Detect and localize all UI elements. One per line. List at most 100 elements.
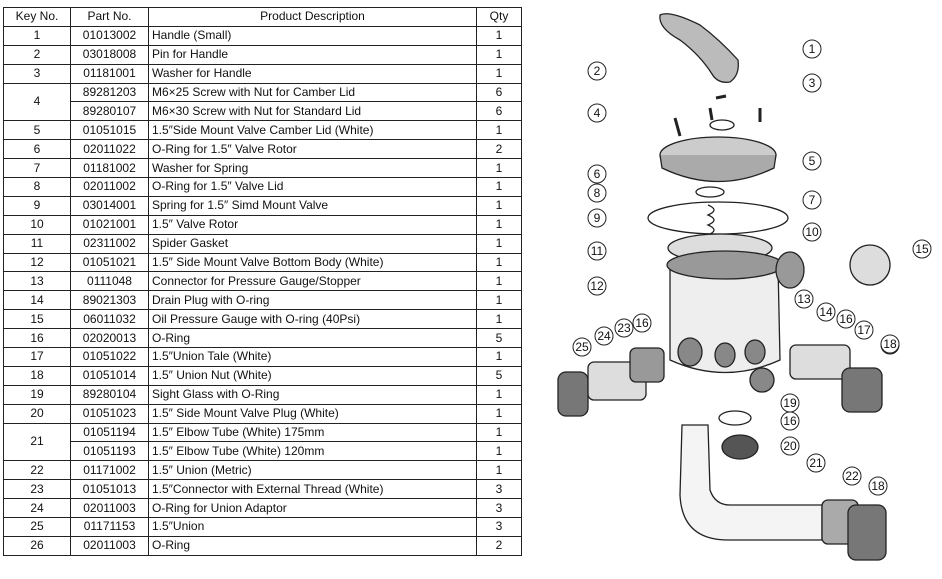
qty-cell: 3 <box>476 479 522 500</box>
key-no-cell: 24 <box>3 498 71 519</box>
description-cell: M6×30 Screw with Nut for Standard Lid <box>148 101 477 122</box>
callout: 2 <box>587 61 607 81</box>
key-no-cell: 2 <box>3 44 71 65</box>
description-cell: Spring for 1.5″ Simd Mount Valve <box>148 195 477 216</box>
qty-cell: 2 <box>476 139 522 160</box>
qty-cell: 1 <box>476 309 522 330</box>
callout: 25 <box>572 337 592 357</box>
callout-circle <box>868 476 888 496</box>
key-no-cell: 9 <box>3 195 71 216</box>
description-cell: Spider Gasket <box>148 233 477 254</box>
callout-circle <box>587 164 607 184</box>
callout-circle <box>572 337 592 357</box>
qty-cell: 2 <box>476 535 522 556</box>
part-no-cell: 01051015 <box>70 120 149 141</box>
callout-circle <box>802 73 822 93</box>
description-cell: Handle (Small) <box>148 25 477 46</box>
callout: 20 <box>780 436 800 456</box>
header-description: Product Description <box>148 7 477 27</box>
qty-cell: 1 <box>476 177 522 197</box>
qty-cell: 1 <box>476 290 522 311</box>
callout-circle <box>587 241 607 261</box>
callout-circle <box>880 334 900 354</box>
key-no-cell: 11 <box>3 233 71 254</box>
callout: 13 <box>794 289 814 309</box>
callout: 9 <box>587 208 607 228</box>
screw-illustration <box>708 107 714 121</box>
callout: 5 <box>802 151 822 171</box>
callout: 15 <box>912 239 932 259</box>
callout-number: 6 <box>594 167 601 181</box>
callout-circle <box>632 313 652 333</box>
callout-number: 3 <box>809 76 816 90</box>
qty-cell: 1 <box>476 460 522 481</box>
qty-cell: 1 <box>476 347 522 367</box>
callout: 19 <box>780 393 800 413</box>
part-no-cell: 01051022 <box>70 347 149 367</box>
callout-circle <box>780 436 800 456</box>
qty-cell: 1 <box>476 271 522 292</box>
callout: 24 <box>594 326 614 346</box>
key-no-cell: 17 <box>3 347 71 367</box>
callout-circle <box>794 289 814 309</box>
callout-number: 12 <box>590 279 604 293</box>
oring-illustration <box>718 410 752 426</box>
description-cell: Pin for Handle <box>148 44 477 65</box>
description-cell: 1.5″Union Tale (White) <box>148 347 477 367</box>
description-cell: 1.5″ Side Mount Valve Bottom Body (White… <box>148 252 477 273</box>
key-no-cell: 26 <box>3 535 71 556</box>
part-no-cell: 01051013 <box>70 479 149 500</box>
part-no-cell: 89021303 <box>70 290 149 311</box>
port-illustration <box>775 251 805 289</box>
key-no-cell: 23 <box>3 479 71 500</box>
callout-labels: 1234568791011151213141617182524231618191… <box>572 39 932 496</box>
callout: 17 <box>854 320 874 340</box>
qty-cell: 1 <box>476 195 522 216</box>
callout-circle <box>587 103 607 123</box>
callout: 4 <box>587 103 607 123</box>
qty-cell: 6 <box>476 82 522 103</box>
key-no-cell: 1 <box>3 25 71 46</box>
callout-circle <box>802 39 822 59</box>
qty-cell: 1 <box>476 252 522 273</box>
key-no-cell: 25 <box>3 517 71 537</box>
part-no-cell: 03018008 <box>70 44 149 65</box>
part-no-cell: 02020013 <box>70 328 149 349</box>
part-no-cell: 02011003 <box>70 535 149 556</box>
description-cell: Connector for Pressure Gauge/Stopper <box>148 271 477 292</box>
key-no-cell: 7 <box>3 158 71 179</box>
qty-cell: 1 <box>476 25 522 46</box>
callout-circle <box>806 453 826 473</box>
callout-number: 21 <box>809 456 823 470</box>
callout-circle <box>816 302 836 322</box>
callout-number: 16 <box>839 312 853 326</box>
callout: 12 <box>587 276 607 296</box>
callout-number: 11 <box>591 244 604 258</box>
description-cell: Drain Plug with O-ring <box>148 290 477 311</box>
qty-cell: 1 <box>476 384 522 405</box>
part-no-cell: 01181002 <box>70 158 149 179</box>
callout: 18 <box>880 334 900 354</box>
callout: 10 <box>802 222 822 242</box>
callout: 1 <box>802 39 822 59</box>
callout: 14 <box>816 302 836 322</box>
part-no-cell: 01051193 <box>70 441 149 462</box>
key-no-cell: 19 <box>3 384 71 405</box>
callout-circle <box>912 239 932 259</box>
qty-cell: 1 <box>476 233 522 254</box>
key-no-cell: 3 <box>3 63 71 84</box>
part-no-cell: 01171153 <box>70 517 149 537</box>
key-no-cell: 15 <box>3 309 71 330</box>
callout-circle <box>802 151 822 171</box>
washer-illustration <box>709 119 735 131</box>
callout-circle <box>587 276 607 296</box>
pin-illustration <box>715 94 727 100</box>
qty-cell: 1 <box>476 403 522 424</box>
